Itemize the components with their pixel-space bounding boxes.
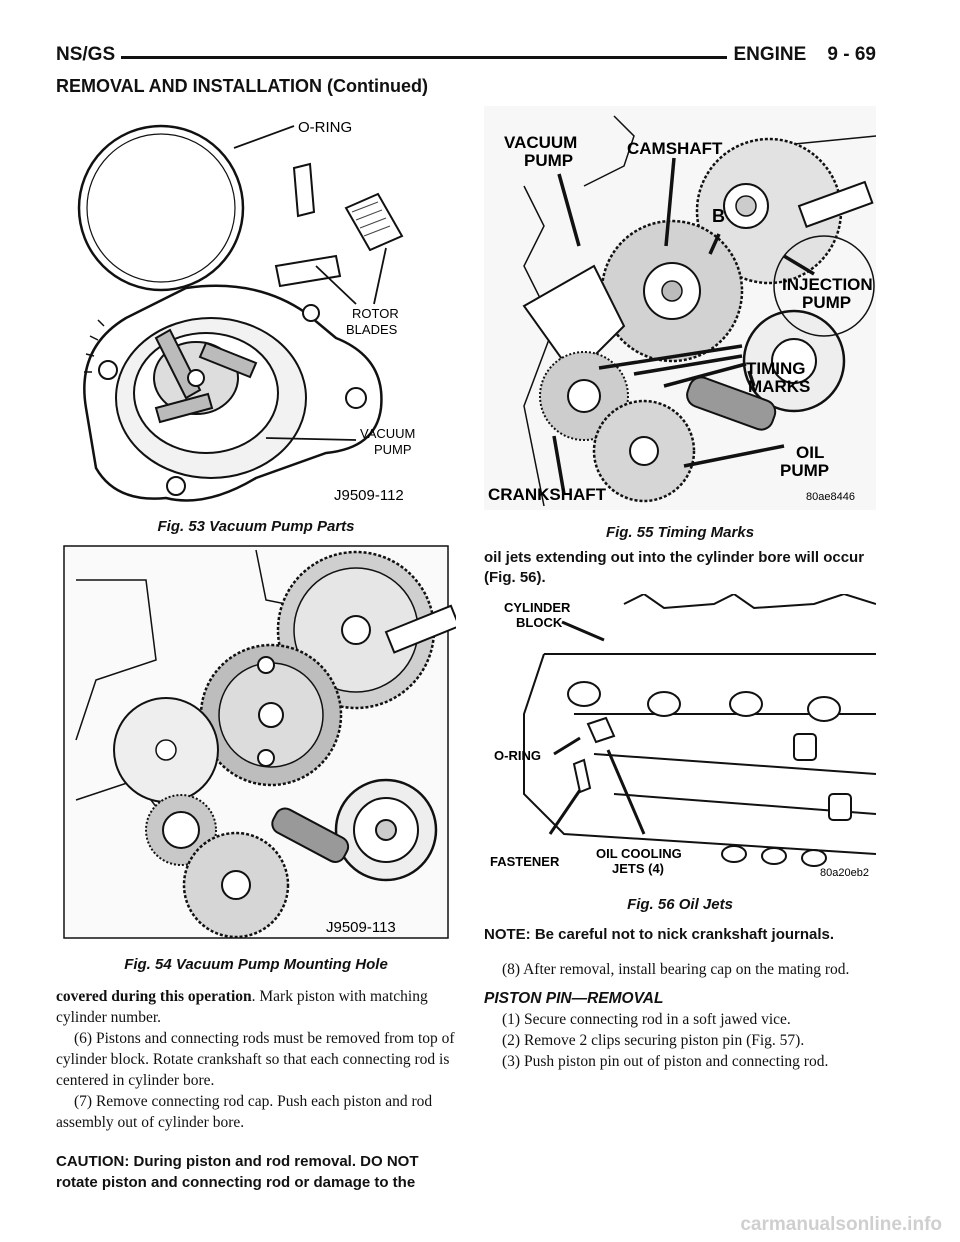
header-rule: [56, 56, 876, 59]
figure-54-mounting-hole: J9509-113: [56, 540, 456, 944]
mounting-hole-illustration: J9509-113: [63, 545, 456, 939]
label-pump: PUMP: [374, 442, 412, 457]
label-block: BLOCK: [516, 615, 563, 630]
label-jets: JETS (4): [612, 861, 664, 876]
bold-lead-text: covered during this operation: [56, 988, 252, 1005]
continuation-text: oil jets extending out into the cylinder…: [484, 549, 865, 586]
caption-fig-56: Fig. 56 Oil Jets: [627, 896, 733, 913]
figure-code: J9509-112: [334, 487, 404, 504]
right-column-text: NOTE: Be careful not to nick crankshaft …: [484, 924, 876, 1072]
figure-53-vacuum-pump-parts: O-RING ROTOR BLADES VACUUM PUMP J9509-11…: [56, 108, 456, 512]
timing-marks-illustration: VACUUM PUMP CAMSHAFT B INJECTION PUMP TI…: [484, 106, 876, 510]
label-oil-pump: PUMP: [780, 461, 829, 480]
header-left: NS/GS: [56, 44, 122, 66]
header-right: ENGINE 9 - 69: [727, 44, 876, 66]
note-crankshaft: NOTE: Be careful not to nick crankshaft …: [484, 926, 835, 943]
caption-fig-55: Fig. 55 Timing Marks: [605, 524, 755, 541]
label-timing: TIMING: [746, 359, 806, 378]
paragraph-1: . Mark piston with matching cylinder num…: [56, 988, 428, 1026]
paragraph-8: (8) After removal, install bearing cap o…: [502, 961, 850, 978]
vacuum-pump-parts-illustration: O-RING ROTOR BLADES VACUUM PUMP J9509-11…: [77, 119, 415, 504]
label-oil: OIL: [796, 443, 824, 462]
label-fastener: FASTENER: [490, 854, 560, 869]
watermark-footer: carmanualsonline.info: [740, 1214, 942, 1235]
label-vacuum-pump: PUMP: [524, 151, 573, 170]
label-camshaft: CAMSHAFT: [627, 139, 723, 158]
left-column-text: covered during this operation. Mark pist…: [56, 986, 458, 1193]
label-marks: MARKS: [748, 377, 810, 396]
paragraph-7: (7) Remove connecting rod cap. Push each…: [56, 1093, 433, 1131]
figure-55-timing-marks: VACUUM PUMP CAMSHAFT B INJECTION PUMP TI…: [484, 106, 876, 510]
figure-code: 80a20eb2: [820, 867, 869, 879]
figure-code: J9509-113: [326, 919, 396, 936]
label-rotor: ROTOR: [352, 306, 399, 321]
label-cylinder: CYLINDER: [504, 600, 571, 615]
step-1: (1) Secure connecting rod in a soft jawe…: [502, 1011, 791, 1028]
label-injection-pump: PUMP: [802, 293, 851, 312]
label-crankshaft: CRANKSHAFT: [488, 485, 607, 504]
figure-56-oil-jets: CYLINDER BLOCK O-RING FASTENER OIL COOLI…: [484, 594, 876, 884]
label-o-ring: O-RING: [298, 119, 352, 136]
caution-note: CAUTION: During piston and rod removal. …: [56, 1153, 419, 1191]
step-3: (3) Push piston pin out of piston and co…: [502, 1053, 829, 1070]
label-injection: INJECTION: [782, 275, 873, 294]
label-o-ring: O-RING: [494, 748, 541, 763]
oil-jets-illustration: CYLINDER BLOCK O-RING FASTENER OIL COOLI…: [490, 594, 876, 879]
section-heading-piston-pin: PISTON PIN—REMOVAL: [484, 990, 664, 1007]
label-blades: BLADES: [346, 322, 398, 337]
caption-fig-53: Fig. 53 Vacuum Pump Parts: [157, 518, 355, 535]
section-subheader: REMOVAL AND INSTALLATION (Continued): [56, 76, 428, 96]
step-2: (2) Remove 2 clips securing piston pin (…: [502, 1032, 805, 1049]
caption-fig-54: Fig. 54 Vacuum Pump Mounting Hole: [124, 956, 388, 973]
figure-code: 80ae8446: [806, 491, 855, 503]
page-header: NS/GS ENGINE 9 - 69: [56, 44, 876, 72]
label-vacuum: VACUUM: [360, 426, 415, 441]
label-vacuum: VACUUM: [504, 133, 577, 152]
label-oil-cooling: OIL COOLING: [596, 846, 682, 861]
label-b: B: [712, 206, 725, 226]
paragraph-6: (6) Pistons and connecting rods must be …: [56, 1030, 455, 1089]
